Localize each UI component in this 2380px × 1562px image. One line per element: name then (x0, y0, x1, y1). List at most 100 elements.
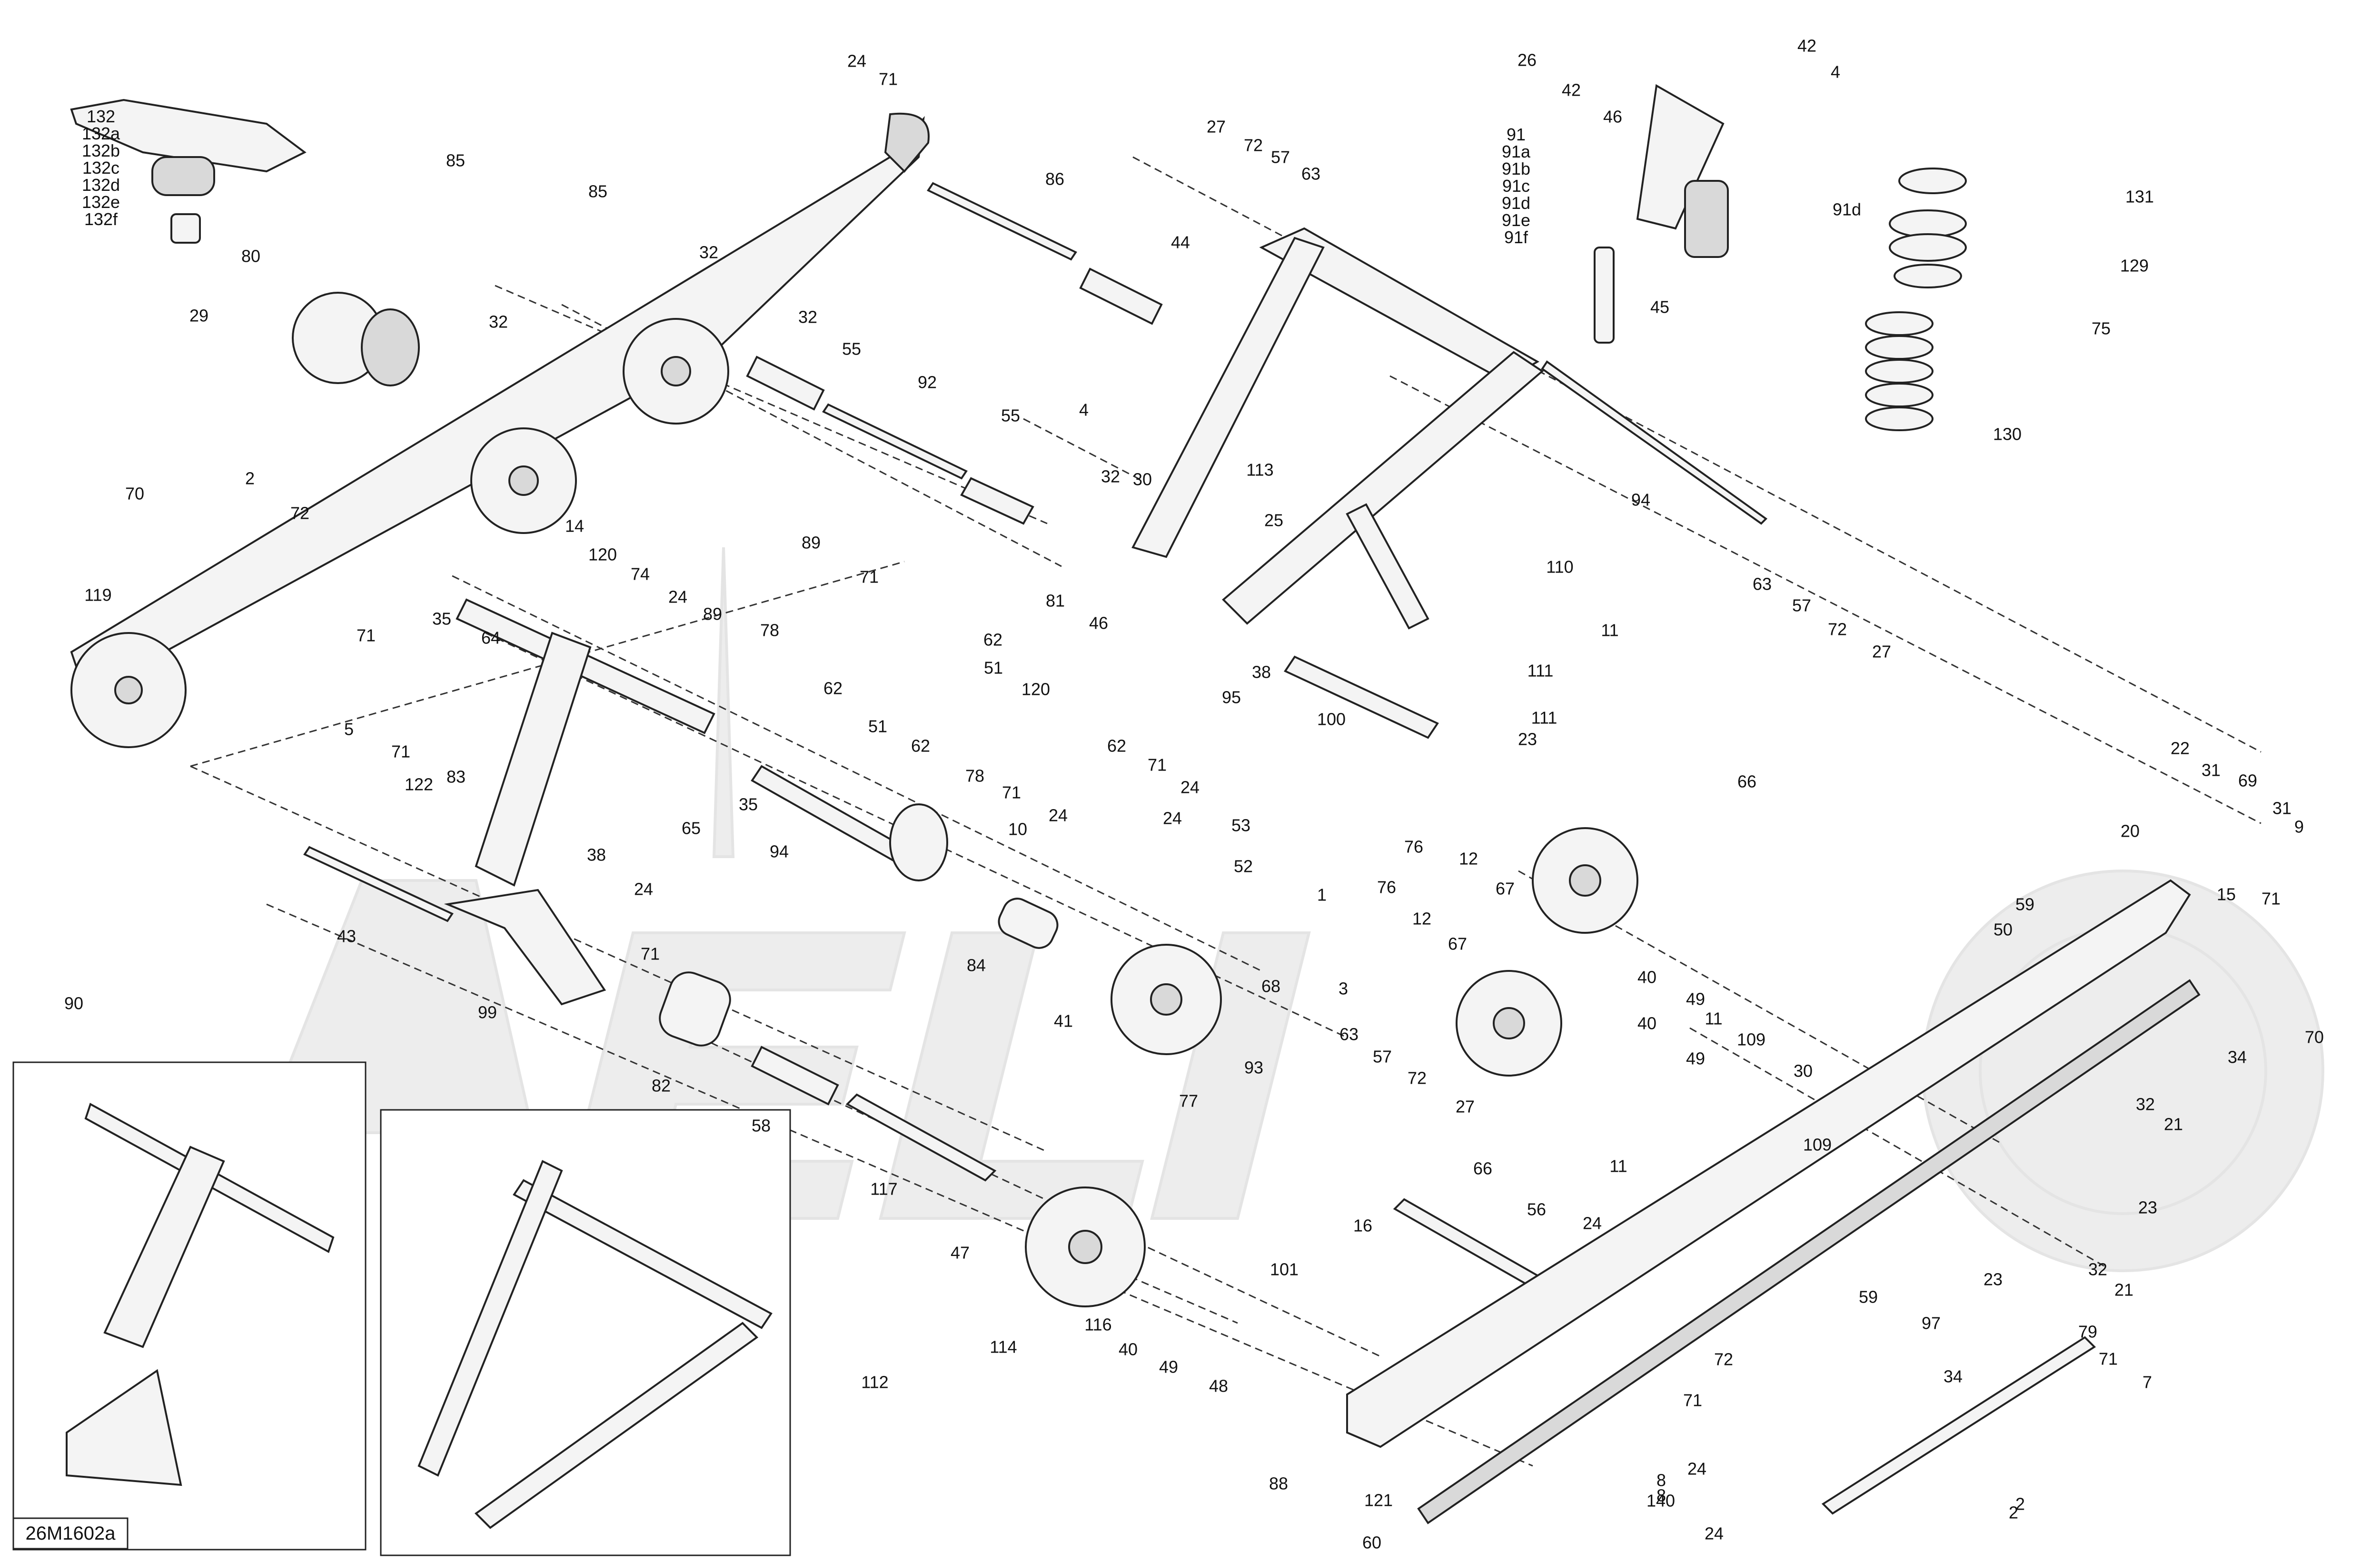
callout-label: 63 (1339, 1025, 1359, 1044)
callout-label: 62 (983, 630, 1002, 650)
callout-label: 24 (1705, 1524, 1724, 1543)
callout-label: 49 (1686, 1049, 1705, 1068)
callout-label: 24 (1180, 778, 1200, 797)
callout-label: 45 (1650, 297, 1669, 317)
callout-label: 8 (1656, 1471, 1666, 1490)
callout-label: 75 (2092, 319, 2111, 338)
callout-label: 62 (911, 736, 930, 756)
callout-label: 41 (1054, 1011, 1073, 1031)
callout-label: 43 (337, 927, 356, 946)
callout-label: 55 (1001, 406, 1020, 425)
callout-label: 120 (1021, 680, 1050, 699)
rear-shock-132 (70, 99, 307, 244)
callout-label: 48 (1209, 1376, 1228, 1396)
callout-label: 71 (1683, 1391, 1702, 1410)
callout-label: 52 (1234, 857, 1253, 876)
callout-label: 34 (1944, 1367, 1963, 1386)
callout-label: 65 (682, 819, 701, 838)
callout-label: 24 (847, 51, 866, 71)
callout-label: 21 (2164, 1115, 2183, 1134)
spring-130 (1865, 168, 1967, 431)
callout-label: 70 (2305, 1028, 2324, 1047)
callout-label: 1 (1317, 885, 1327, 905)
callout-label: 95 (1222, 688, 1241, 707)
callout-label: 72 (1828, 620, 1847, 639)
callout-label: 111 (1527, 661, 1554, 681)
callout-label: 24 (668, 587, 687, 607)
callout-label: 76 (1404, 837, 1423, 857)
callout-label: 97 (1922, 1314, 1941, 1333)
callout-label: 35 (432, 609, 451, 629)
callout-label: 24 (1583, 1214, 1602, 1233)
inset-90-parts (66, 1103, 335, 1486)
callout-label: 112 (861, 1373, 888, 1392)
callout-label: 30 (1794, 1061, 1813, 1081)
callout-label: 42 (1797, 36, 1816, 56)
callout-label: 68 (1261, 977, 1280, 996)
callout-label: 89 (703, 604, 722, 624)
callout-label: 117 (870, 1179, 897, 1199)
callout-label: 77 (1179, 1091, 1198, 1111)
callout-label: 55 (842, 339, 861, 359)
callout-label: 56 (1527, 1200, 1546, 1219)
callout-label: 26 (1517, 50, 1537, 70)
callout-label: 23 (1983, 1270, 2003, 1289)
callout-label: 50 (1993, 920, 2013, 939)
callout-label: 12 (1412, 909, 1431, 929)
callout-label: 11 (1601, 621, 1618, 640)
callout-label: 72 (1408, 1068, 1427, 1088)
callout-label: 8 (1656, 1486, 1666, 1505)
callout-label: 129 (2120, 256, 2149, 276)
callout-label: 23 (1518, 730, 1537, 749)
callout-label: 24 (634, 880, 653, 899)
callout-label: 63 (1301, 164, 1320, 184)
callout-label: 7 (2142, 1373, 2152, 1392)
callout-label: 63 (1753, 574, 1772, 594)
callout-label: 42 (1562, 80, 1581, 100)
reference-code: 26M1602a (25, 1523, 116, 1544)
left-slide-rail (70, 112, 930, 748)
callout-label: 100 (1317, 710, 1346, 729)
callout-label: 99 (478, 1003, 497, 1022)
callout-label: 32 (798, 307, 817, 327)
callout-label: 46 (1089, 613, 1108, 633)
shafts (303, 182, 1768, 1286)
callout-label: 76 (1377, 878, 1396, 897)
callout-label: 67 (1496, 879, 1515, 899)
callout-label: 31 (2202, 761, 2221, 780)
callout-label: 32 (699, 243, 718, 262)
front-shock-91 (1594, 84, 1729, 344)
callout-label: 25 (1264, 511, 1283, 530)
callout-label: 22 (2171, 739, 2190, 758)
callout-label: 27 (1872, 642, 1891, 662)
callout-label: 84 (967, 956, 986, 975)
callout-label: 30 (1133, 470, 1152, 489)
callout-label: 57 (1373, 1047, 1392, 1067)
inset-box-90 (12, 1061, 367, 1551)
callout-label: 94 (1631, 490, 1650, 510)
callout-label: 85 (446, 151, 465, 170)
callout-label: 71 (1002, 783, 1021, 802)
idler-wheels (1025, 827, 1638, 1307)
callout-label: 66 (1737, 772, 1756, 791)
callout-label: 90 (64, 994, 83, 1013)
callout-label: 5 (344, 720, 354, 739)
callout-label: 51 (984, 658, 1003, 678)
callout-label: 64 (481, 628, 500, 648)
callout-label: 69 (2238, 771, 2257, 791)
callout-label: 71 (860, 567, 879, 587)
callout-label: 82 (652, 1076, 671, 1096)
callout-label: 62 (823, 679, 843, 698)
callout-label: 93 (1244, 1058, 1263, 1078)
inset-112-parts (417, 1160, 773, 1529)
callout-label: 91d (1833, 200, 1861, 219)
callout-label: 71 (2261, 889, 2281, 909)
callout-label: 119 (84, 585, 111, 605)
callout-label: 40 (1119, 1340, 1138, 1359)
callout-label: 3 (1339, 979, 1348, 998)
callout-label: 71 (1148, 755, 1167, 775)
callout-label: 94 (770, 842, 789, 861)
